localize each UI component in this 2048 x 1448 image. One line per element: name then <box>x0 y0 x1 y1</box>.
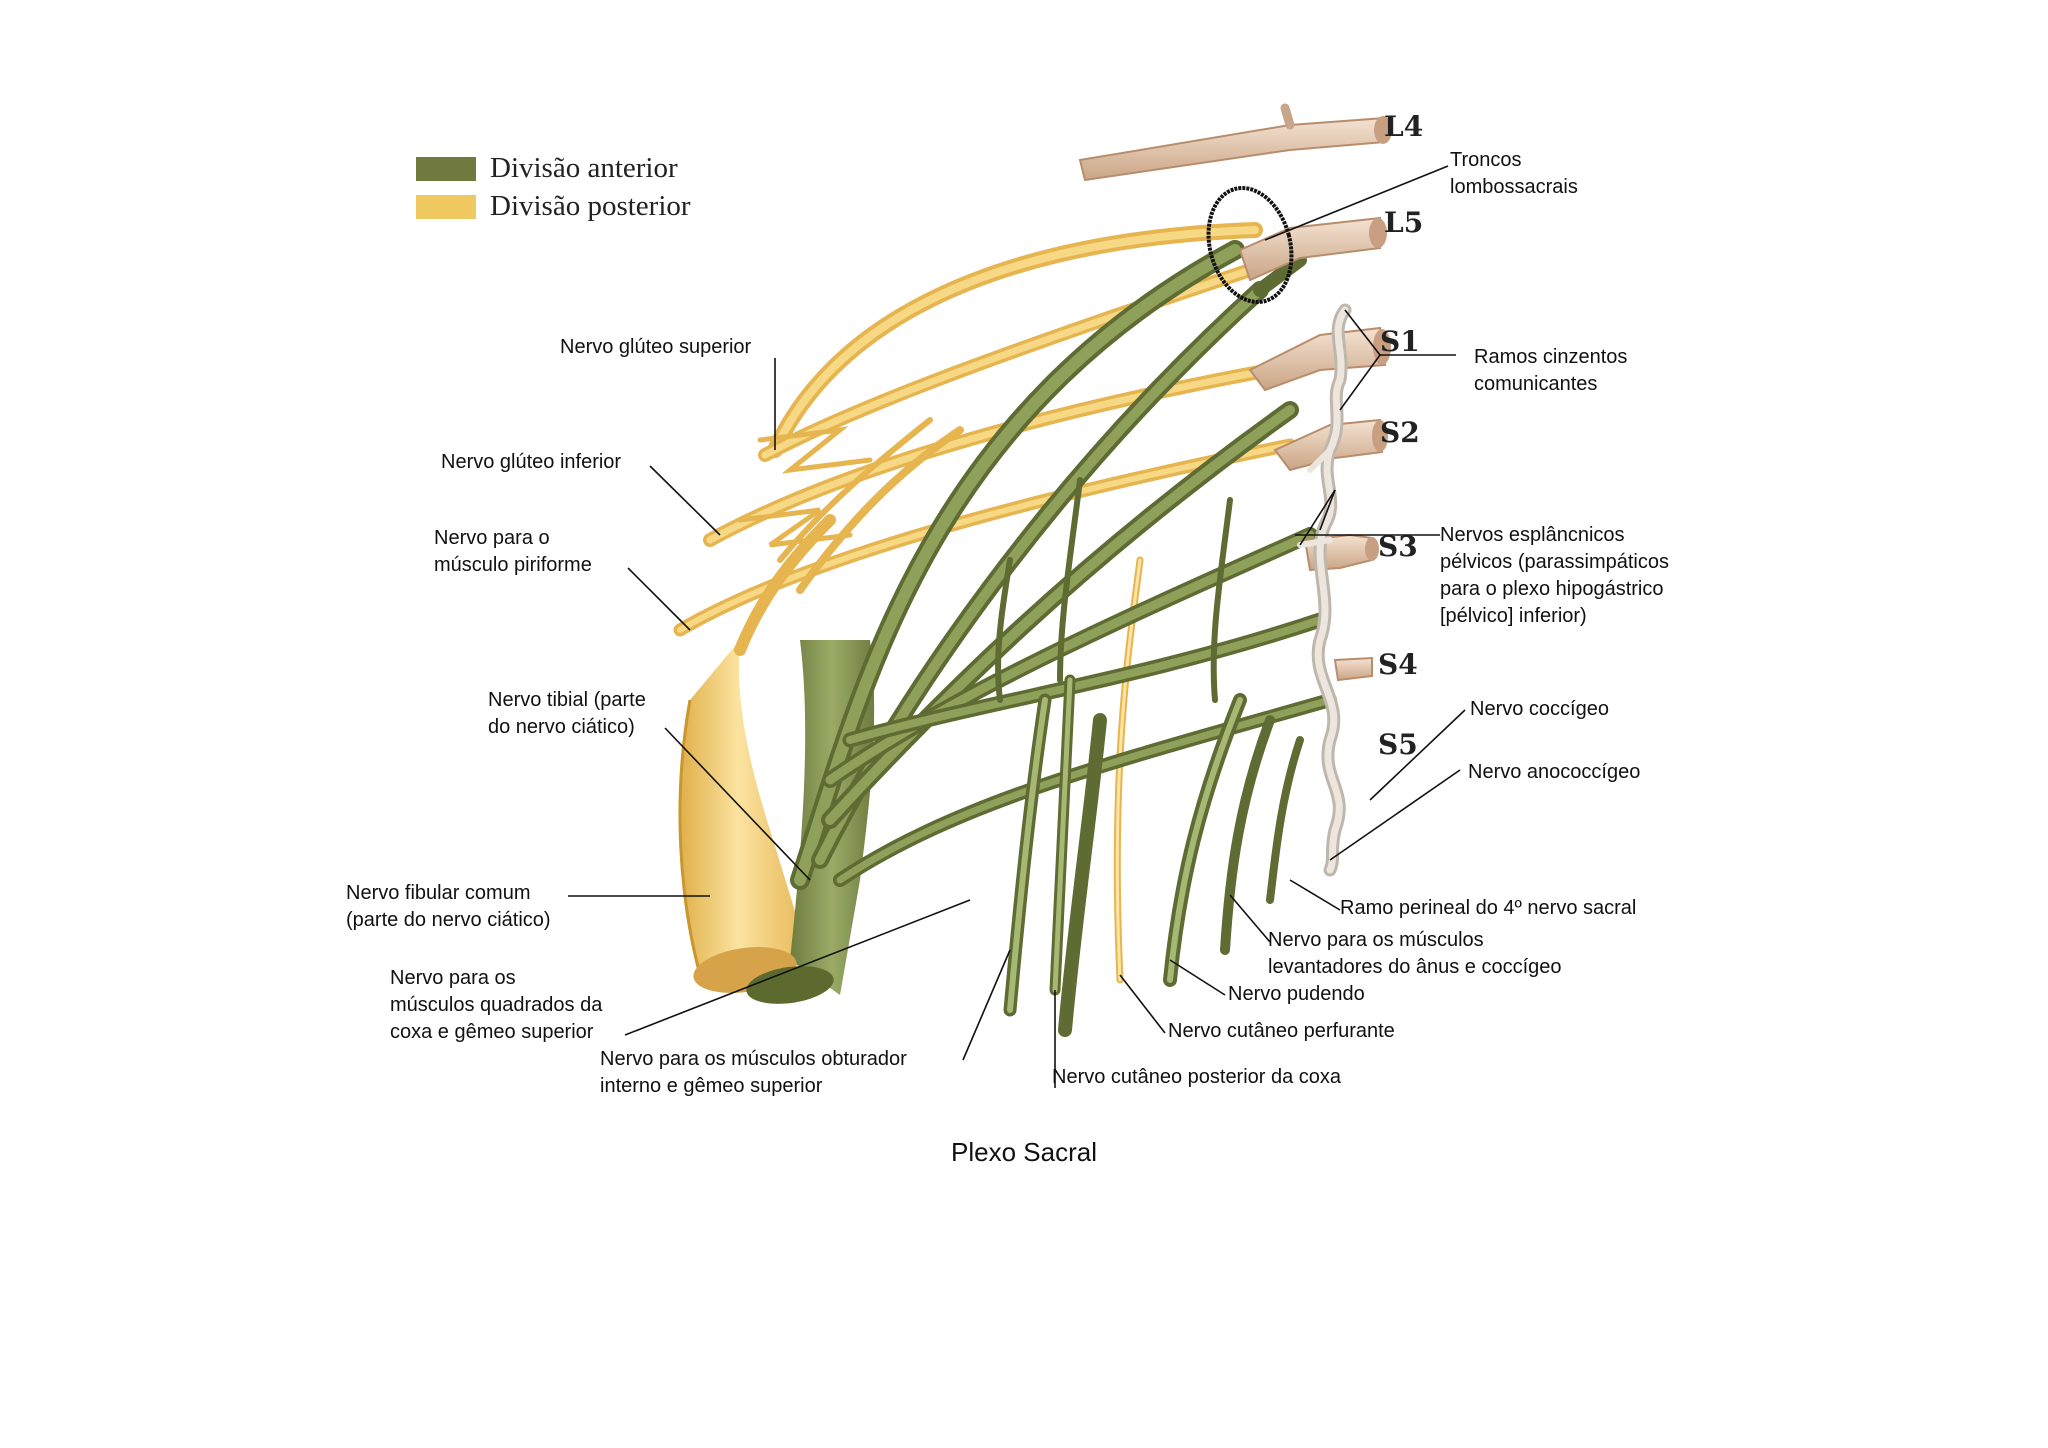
label-nervo-cutaneo-posterior: Nervo cutâneo posterior da coxa <box>1052 1066 1342 1088</box>
label-nervos-esplancnicos: Nervos esplâncnicos pélvicos (parassimpá… <box>1440 524 1669 627</box>
label-nervo-pudendo: Nervo pudendo <box>1228 983 1365 1005</box>
legend-label-anterior: Divisão anterior <box>490 152 678 184</box>
label-nervo-cutaneo-perfurante: Nervo cutâneo perfurante <box>1168 1020 1395 1042</box>
root-label-s3: S3 <box>1378 530 1418 563</box>
lumbosacral-ring <box>1206 186 1294 304</box>
label-nervo-anococcigeo: Nervo anococcígeo <box>1468 761 1641 783</box>
legend-swatch-anterior <box>416 156 476 181</box>
root-label-s4: S4 <box>1378 648 1418 681</box>
root-label-s1: S1 <box>1380 325 1420 358</box>
legend-label-posterior: Divisão posterior <box>490 190 691 222</box>
anterior-branches <box>790 240 1337 1037</box>
label-ramo-perineal: Ramo perineal do 4º nervo sacral <box>1340 897 1637 919</box>
root-label-l4: L4 <box>1384 110 1424 143</box>
root-label-l5: L5 <box>1384 206 1424 239</box>
label-nervo-gluteo-inferior: Nervo glúteo inferior <box>441 451 622 473</box>
leader-lines <box>568 165 1466 1088</box>
legend-swatch-posterior <box>416 194 476 219</box>
root-label-s2: S2 <box>1380 416 1420 449</box>
legend-posterior: Divisão posterior <box>416 190 691 223</box>
label-nervo-fibular: Nervo fibular comum(parte do nervo ciáti… <box>346 882 551 931</box>
label-nervo-gluteo-superior: Nervo glúteo superior <box>560 336 752 358</box>
label-nervo-coccigeo: Nervo coccígeo <box>1470 698 1609 720</box>
figure-caption: Plexo Sacral <box>951 1137 1097 1167</box>
root-label-s5: S5 <box>1378 728 1418 761</box>
sympathetic-chain <box>1297 303 1352 877</box>
label-nervo-quadrados: Nervo para os músculos quadrados da coxa… <box>390 967 603 1043</box>
legend-anterior: Divisão anterior <box>416 152 678 185</box>
